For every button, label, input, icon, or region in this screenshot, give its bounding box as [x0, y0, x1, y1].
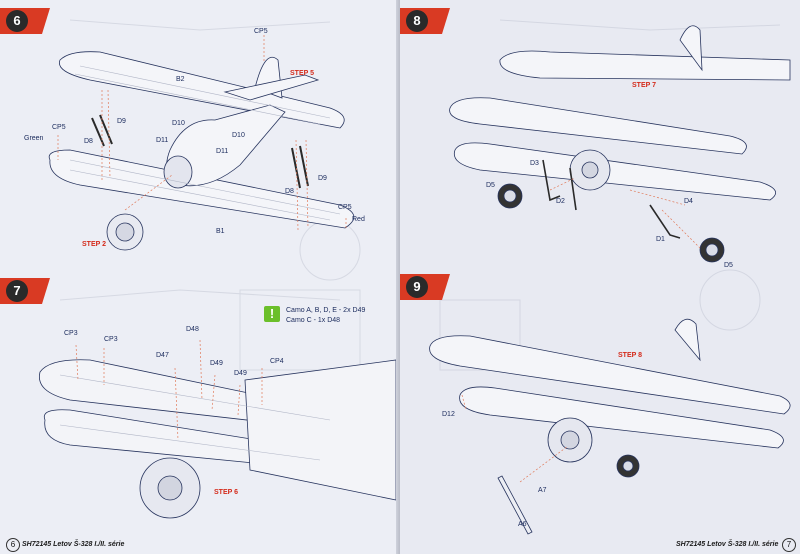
left-page-number: 6 — [6, 538, 20, 552]
right-page-artwork — [429, 19, 791, 535]
label-step5: STEP 5 — [290, 70, 314, 77]
step8-number: 8 — [406, 10, 428, 32]
label-d5-left: D5 — [486, 182, 495, 189]
label-d10-left: D10 — [172, 120, 185, 127]
note-icon: ! — [264, 306, 280, 322]
label-d5-right: D5 — [724, 262, 733, 269]
label-a6: A6 — [518, 521, 527, 528]
label-d11-right: D11 — [216, 148, 229, 155]
label-cp5-right: CP5 — [338, 204, 352, 211]
label-d10-right: D10 — [232, 132, 245, 139]
label-a7: A7 — [538, 487, 547, 494]
left-footer-title: SH72145 Letov Š-328 I./II. série — [22, 541, 125, 548]
note-line-1: Camo A, B, D, E - 2x D49 — [286, 307, 366, 314]
label-d9-left: D9 — [117, 118, 126, 125]
label-cp4: CP4 — [270, 358, 284, 365]
label-d12: D12 — [442, 411, 455, 418]
label-d11-left: D11 — [156, 137, 169, 144]
step9-aircraft — [429, 318, 791, 535]
label-cp5-left: CP5 — [52, 124, 66, 131]
label-cp3-a: CP3 — [64, 330, 78, 337]
label-d49-b: D49 — [234, 370, 247, 377]
label-b2: B2 — [176, 76, 185, 83]
label-green: Green — [24, 135, 44, 142]
step6-number: 6 — [6, 10, 28, 32]
right-page-number: 7 — [782, 538, 796, 552]
label-d8-right: D8 — [285, 188, 294, 195]
label-step7: STEP 7 — [632, 82, 656, 89]
label-d4: D4 — [684, 198, 693, 205]
step7-aircraft — [38, 359, 397, 519]
label-d1: D1 — [656, 236, 665, 243]
right-page: 8 STEP 7 D3 D5 D2 D4 D1 D5 9 STEP 8 D12 … — [400, 0, 800, 554]
label-d8-left: D8 — [84, 138, 93, 145]
label-cp3-b: CP3 — [104, 336, 118, 343]
label-d3: D3 — [530, 160, 539, 167]
label-d47: D47 — [156, 352, 169, 359]
label-cp5-top: CP5 — [254, 28, 268, 35]
label-step8: STEP 8 — [618, 352, 642, 359]
left-page-artwork — [38, 19, 397, 519]
step9-number: 9 — [406, 276, 428, 298]
label-red: Red — [352, 216, 365, 223]
label-step2: STEP 2 — [82, 241, 106, 248]
right-footer-title: SH72145 Letov Š-328 I./II. série — [676, 541, 779, 548]
step6-aircraft — [48, 51, 355, 251]
step8-aircraft — [449, 25, 791, 263]
left-page: 6 CP5 STEP 5 B2 D9 D8 D10 D11 D10 D11 CP… — [0, 8, 397, 552]
label-step6: STEP 6 — [214, 489, 238, 496]
note-line-2: Camo C - 1x D48 — [286, 317, 341, 324]
label-d2: D2 — [556, 198, 565, 205]
label-d49-a: D49 — [210, 360, 223, 367]
label-b1: B1 — [216, 228, 225, 235]
label-d9-right: D9 — [318, 175, 327, 182]
label-d48: D48 — [186, 326, 199, 333]
step7-number: 7 — [6, 280, 28, 302]
